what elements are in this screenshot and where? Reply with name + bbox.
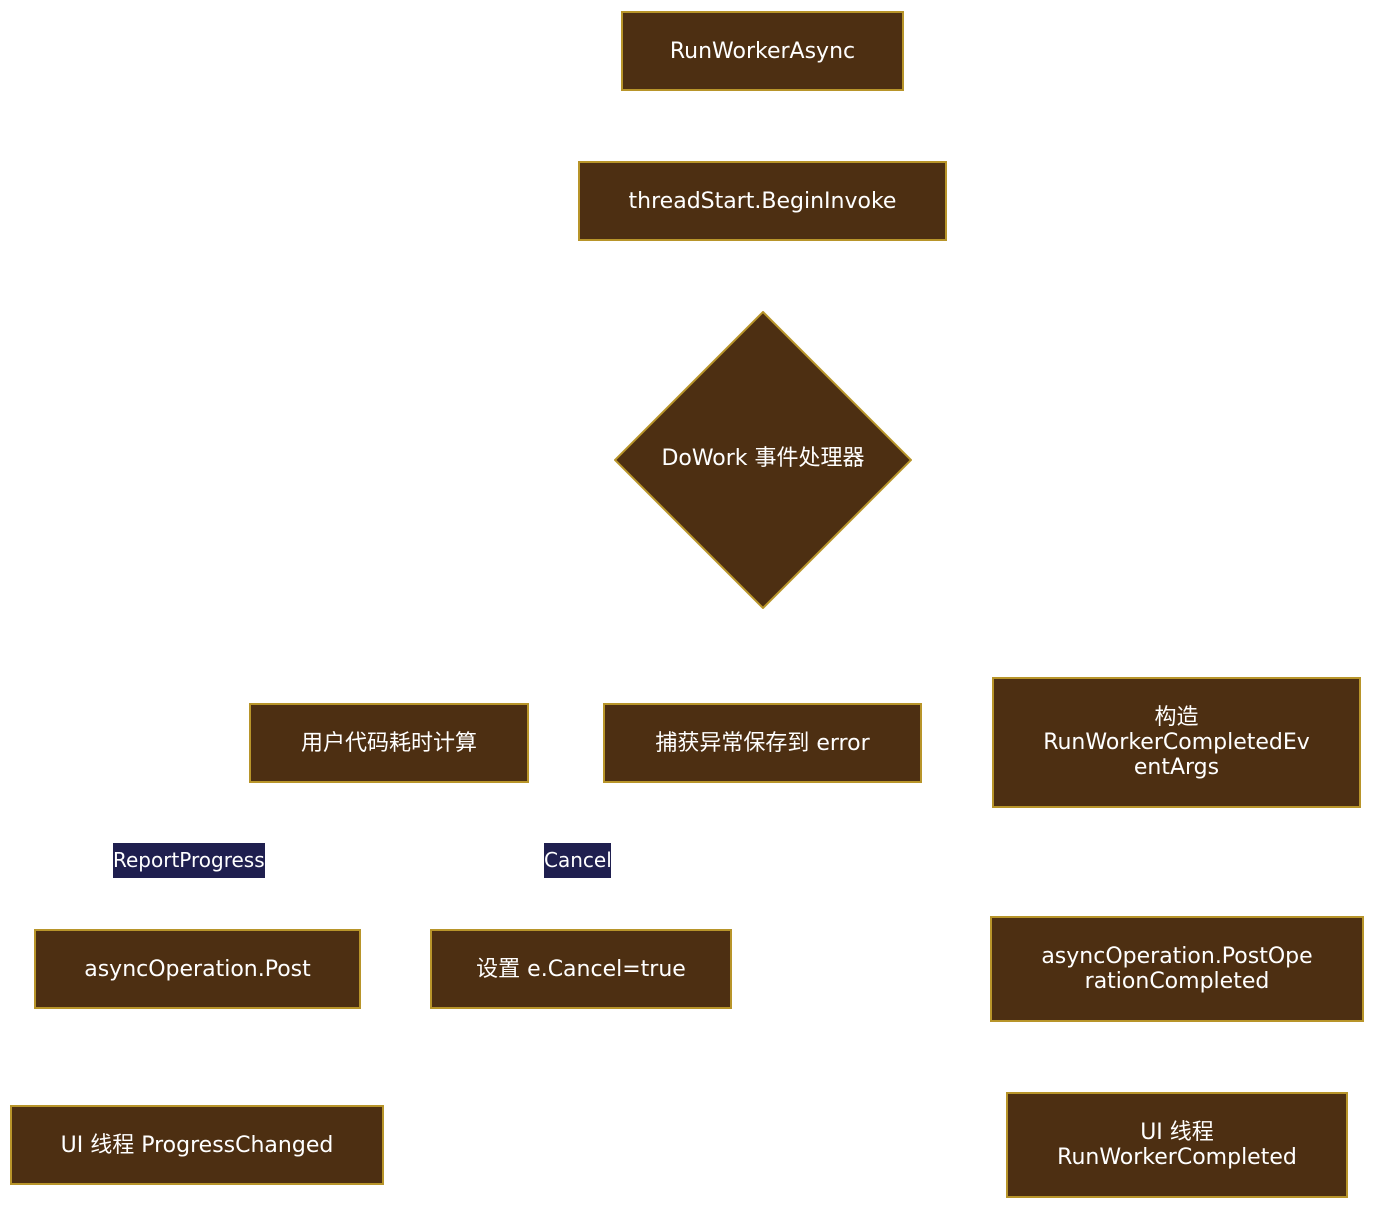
node-thread-begin-invoke: threadStart.BeginInvoke xyxy=(578,161,947,241)
node-dowork-handler-diamond xyxy=(614,311,912,609)
node-construct-args: 构造 RunWorkerCompletedEv entArgs xyxy=(992,677,1361,808)
node-catch-exception: 捕获异常保存到 error xyxy=(603,703,922,783)
node-user-code: 用户代码耗时计算 xyxy=(249,703,529,783)
node-dowork-handler-label: DoWork 事件处理器 xyxy=(661,446,865,471)
edge-label-report-progress: ReportProgress xyxy=(113,843,265,878)
node-post-operation-completed: asyncOperation.PostOpe rationCompleted xyxy=(990,916,1364,1022)
node-run-worker-async: RunWorkerAsync xyxy=(621,11,904,91)
node-ui-run-worker-completed: UI 线程 RunWorkerCompleted xyxy=(1006,1092,1348,1198)
node-async-post: asyncOperation.Post xyxy=(34,929,361,1009)
node-set-cancel: 设置 e.Cancel=true xyxy=(430,929,732,1009)
node-ui-progress-changed: UI 线程 ProgressChanged xyxy=(10,1105,384,1185)
edge-label-cancel: Cancel xyxy=(544,843,612,878)
